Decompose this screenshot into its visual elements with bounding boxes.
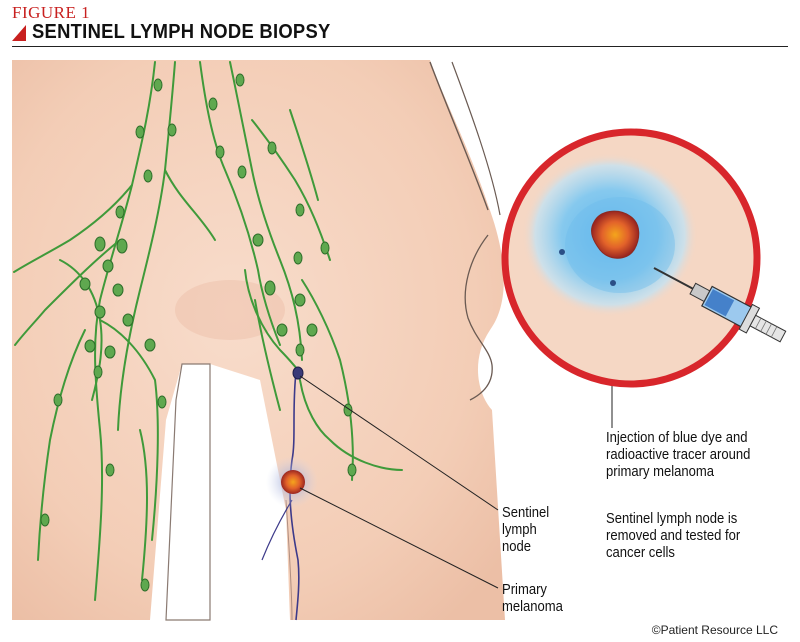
magnified-inset: [500, 130, 762, 390]
copyright-notice: ©Patient Resource LLC: [652, 623, 778, 637]
body-silhouette: [12, 60, 505, 620]
injection-label: Injection of blue dye and radioactive tr…: [606, 430, 750, 481]
removal-label: Sentinel lymph node is removed and teste…: [606, 511, 740, 562]
primary-melanoma-label: Primary melanoma: [502, 582, 563, 616]
sentinel-node-label: Sentinel lymph node: [502, 505, 549, 556]
